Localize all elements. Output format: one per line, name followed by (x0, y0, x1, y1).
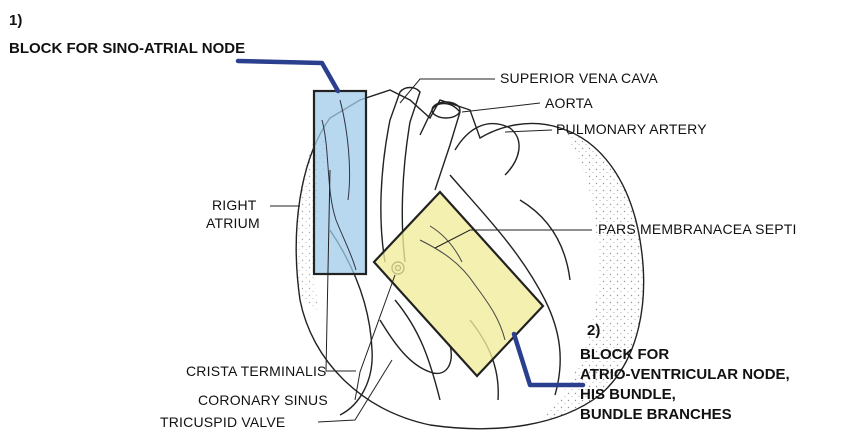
label-tricuspid-valve: TRICUSPID VALVE (160, 414, 285, 430)
tricuspid-leader (318, 360, 392, 422)
label-right-atrium-line2: ATRIUM (206, 215, 260, 231)
label-coronary-sinus: CORONARY SINUS (198, 392, 328, 408)
block1-title: BLOCK FOR SINO-ATRIAL NODE (9, 40, 245, 57)
label-aorta: AORTA (545, 95, 593, 111)
aorta-leader (462, 103, 540, 112)
label-right-atrium-line1: RIGHT (212, 197, 257, 213)
block2-number: 2) (587, 322, 600, 339)
label-pulmonary-artery: PULMONARY ARTERY (556, 121, 707, 137)
sa-block-pointer (238, 61, 338, 91)
block2-line4: BUNDLE BRANCHES (580, 406, 732, 423)
interior-curve-4 (520, 200, 570, 280)
aorta-opening (432, 102, 460, 118)
label-crista-terminalis: CRISTA TERMINALIS (186, 363, 327, 379)
sa-node-block (314, 91, 366, 274)
block2-line3: HIS BUNDLE, (580, 386, 676, 403)
sa-node-block-rect (314, 91, 366, 274)
block1-number: 1) (9, 12, 22, 29)
block2-line2: ATRIO-VENTRICULAR NODE, (580, 366, 790, 383)
svc-leader (400, 79, 495, 103)
label-superior-vena-cava: SUPERIOR VENA CAVA (500, 70, 658, 86)
label-pars-membranacea-septi: PARS MEMBRANACEA SEPTI (598, 221, 797, 237)
block2-line1: BLOCK FOR (580, 346, 669, 363)
